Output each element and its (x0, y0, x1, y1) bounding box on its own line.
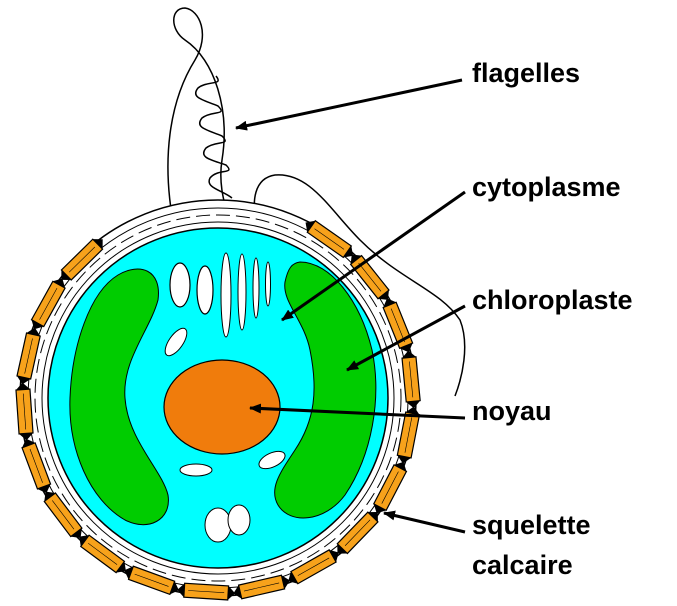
arrow-flagelles (235, 78, 463, 131)
flagellum-right (253, 174, 466, 397)
label-squelette: squelette (472, 510, 591, 540)
label-flagelles: flagelles (472, 58, 581, 88)
arrow-noyau (249, 403, 466, 420)
vesicle (265, 261, 271, 307)
flagellum-coiled (195, 75, 233, 199)
calcareous-plate (21, 438, 52, 494)
label-noyau: noyau (472, 396, 552, 426)
chloroplast-left (69, 268, 169, 526)
vesicle (204, 507, 232, 543)
calcareous-plate (401, 350, 421, 409)
arrow-cytoplasme (281, 190, 466, 322)
calcareous-plate (177, 582, 236, 601)
label-calcaire: calcaire (472, 550, 573, 580)
label-chloroplaste: chloroplaste (472, 285, 633, 315)
calcareous-plate (288, 549, 339, 585)
calcareous-plate (396, 406, 421, 464)
vesicle (258, 450, 286, 470)
calcareous-plate (336, 511, 379, 555)
vesicle (220, 252, 232, 338)
vesicle (179, 463, 213, 477)
calcareous-plate (305, 219, 354, 259)
shell-layer-3 (41, 221, 395, 575)
arrow-squelette (383, 510, 466, 534)
calcareous-plate (16, 327, 41, 385)
vesicle (164, 327, 188, 357)
chloroplast-right (274, 261, 377, 519)
calcareous-plate (233, 574, 290, 600)
vesicle (227, 504, 251, 536)
calcareous-plate (372, 461, 408, 514)
vesicle (196, 265, 214, 315)
arrow-chloroplaste (346, 304, 466, 372)
calcareous-plate (124, 565, 179, 596)
vesicle (252, 257, 260, 319)
vesicle (169, 262, 191, 308)
calcareous-plate (15, 382, 34, 441)
calcareous-plate (43, 491, 83, 538)
vesicle (237, 253, 247, 331)
nucleus (163, 359, 281, 455)
calcareous-plates (15, 219, 421, 601)
label-cytoplasme: cytoplasme (472, 172, 621, 202)
calcareous-plate (30, 278, 66, 330)
shell-layer-2 (34, 214, 402, 582)
flagellum-long (167, 7, 231, 233)
calcareous-plate (79, 534, 126, 574)
calcareous-plate (60, 238, 104, 281)
